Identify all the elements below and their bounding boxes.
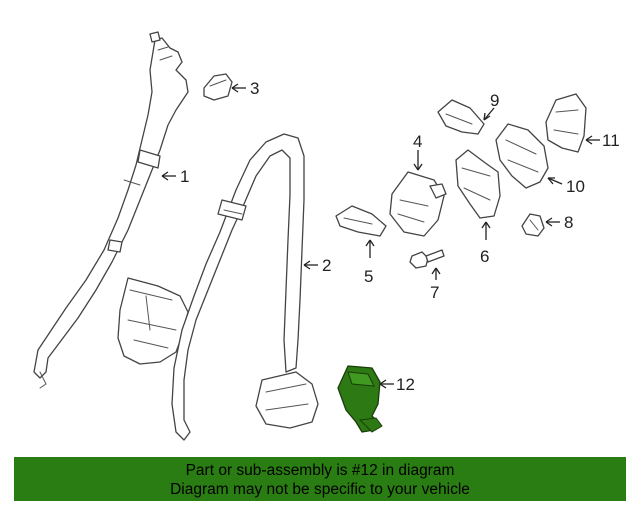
callout-4-label: 4 — [413, 132, 422, 151]
banner-line-1: Part or sub-assembly is #12 in diagram — [185, 462, 455, 479]
callout-6-label: 6 — [480, 247, 489, 266]
callout-4: 4 — [413, 132, 423, 171]
info-banner: Part or sub-assembly is #12 in diagram D… — [14, 457, 626, 501]
part-9-cover[interactable] — [437, 99, 485, 135]
part-12-buckle-highlighted[interactable] — [337, 365, 383, 433]
part-5-clip[interactable] — [335, 205, 387, 237]
callout-11-label: 11 — [602, 131, 620, 150]
part-11-side-panel[interactable] — [545, 93, 587, 153]
callout-8: 8 — [545, 213, 573, 232]
callout-5-label: 5 — [364, 267, 373, 286]
callout-8-label: 8 — [564, 213, 573, 232]
callout-1: 1 — [161, 167, 189, 186]
callout-3: 3 — [231, 79, 259, 98]
part-10-trim-cover[interactable] — [495, 123, 549, 189]
callout-9: 9 — [483, 91, 499, 121]
callout-3-label: 3 — [250, 79, 259, 98]
part-4-anchor-bracket[interactable] — [389, 171, 447, 237]
part-7-bolt[interactable] — [409, 249, 445, 269]
callout-11: 11 — [585, 131, 620, 150]
callout-5: 5 — [364, 239, 375, 286]
callout-2-label: 2 — [322, 256, 331, 275]
banner-line-2: Diagram may not be specific to your vehi… — [170, 481, 470, 498]
part-3-cover-cap[interactable] — [203, 73, 233, 101]
part-1-seatbelt-assembly[interactable] — [33, 31, 189, 389]
part-2-seatbelt-webbing[interactable] — [171, 133, 319, 441]
callout-10: 10 — [547, 177, 585, 196]
callout-6: 6 — [480, 221, 491, 266]
part-8-push-clip[interactable] — [521, 213, 545, 237]
callout-2: 2 — [303, 256, 331, 275]
callout-12-label: 12 — [396, 375, 415, 394]
callout-10-label: 10 — [566, 177, 585, 196]
part-6-bracket[interactable] — [455, 149, 501, 219]
callout-1-label: 1 — [180, 167, 189, 186]
callout-9-label: 9 — [490, 91, 499, 110]
callout-7-label: 7 — [430, 283, 439, 302]
callout-12: 12 — [379, 375, 415, 394]
callout-7: 7 — [430, 267, 441, 302]
